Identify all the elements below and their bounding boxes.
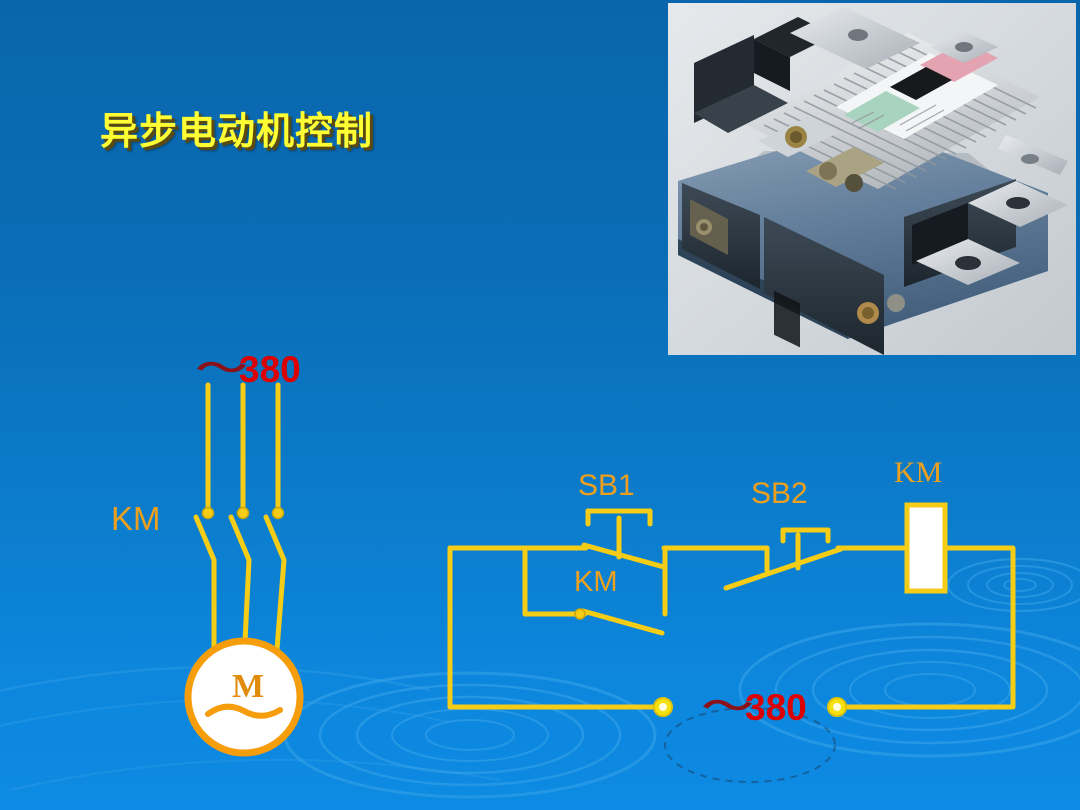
km-holding-contact-label: KM	[574, 566, 618, 598]
contactor-photo	[668, 3, 1076, 355]
sb1-label: SB1	[578, 469, 635, 502]
control-ac-tilde-icon: ～	[702, 688, 753, 726]
km-coil-label: KM	[894, 456, 943, 489]
control-right-rail	[835, 545, 1016, 710]
contactor-photo-image	[668, 3, 1076, 355]
sb2-contact-blade	[723, 546, 844, 591]
sb1-contact-blade	[581, 542, 667, 570]
km-coil-symbol	[904, 502, 948, 594]
control-left-rail	[447, 545, 663, 710]
slide-title: 异步电动机控制	[100, 109, 374, 153]
ac-tilde-icon: ～	[196, 350, 247, 388]
power-supply-voltage-label: ～380	[196, 343, 301, 392]
power-contactor-label: KM	[111, 500, 161, 537]
km-holding-blade	[580, 608, 665, 636]
control-voltage-value: 380	[745, 687, 807, 728]
control-supply-voltage-label: ～380	[702, 681, 807, 730]
power-voltage-value: 380	[239, 349, 301, 390]
motor-label: M	[232, 668, 265, 705]
sb2-label: SB2	[751, 477, 808, 510]
